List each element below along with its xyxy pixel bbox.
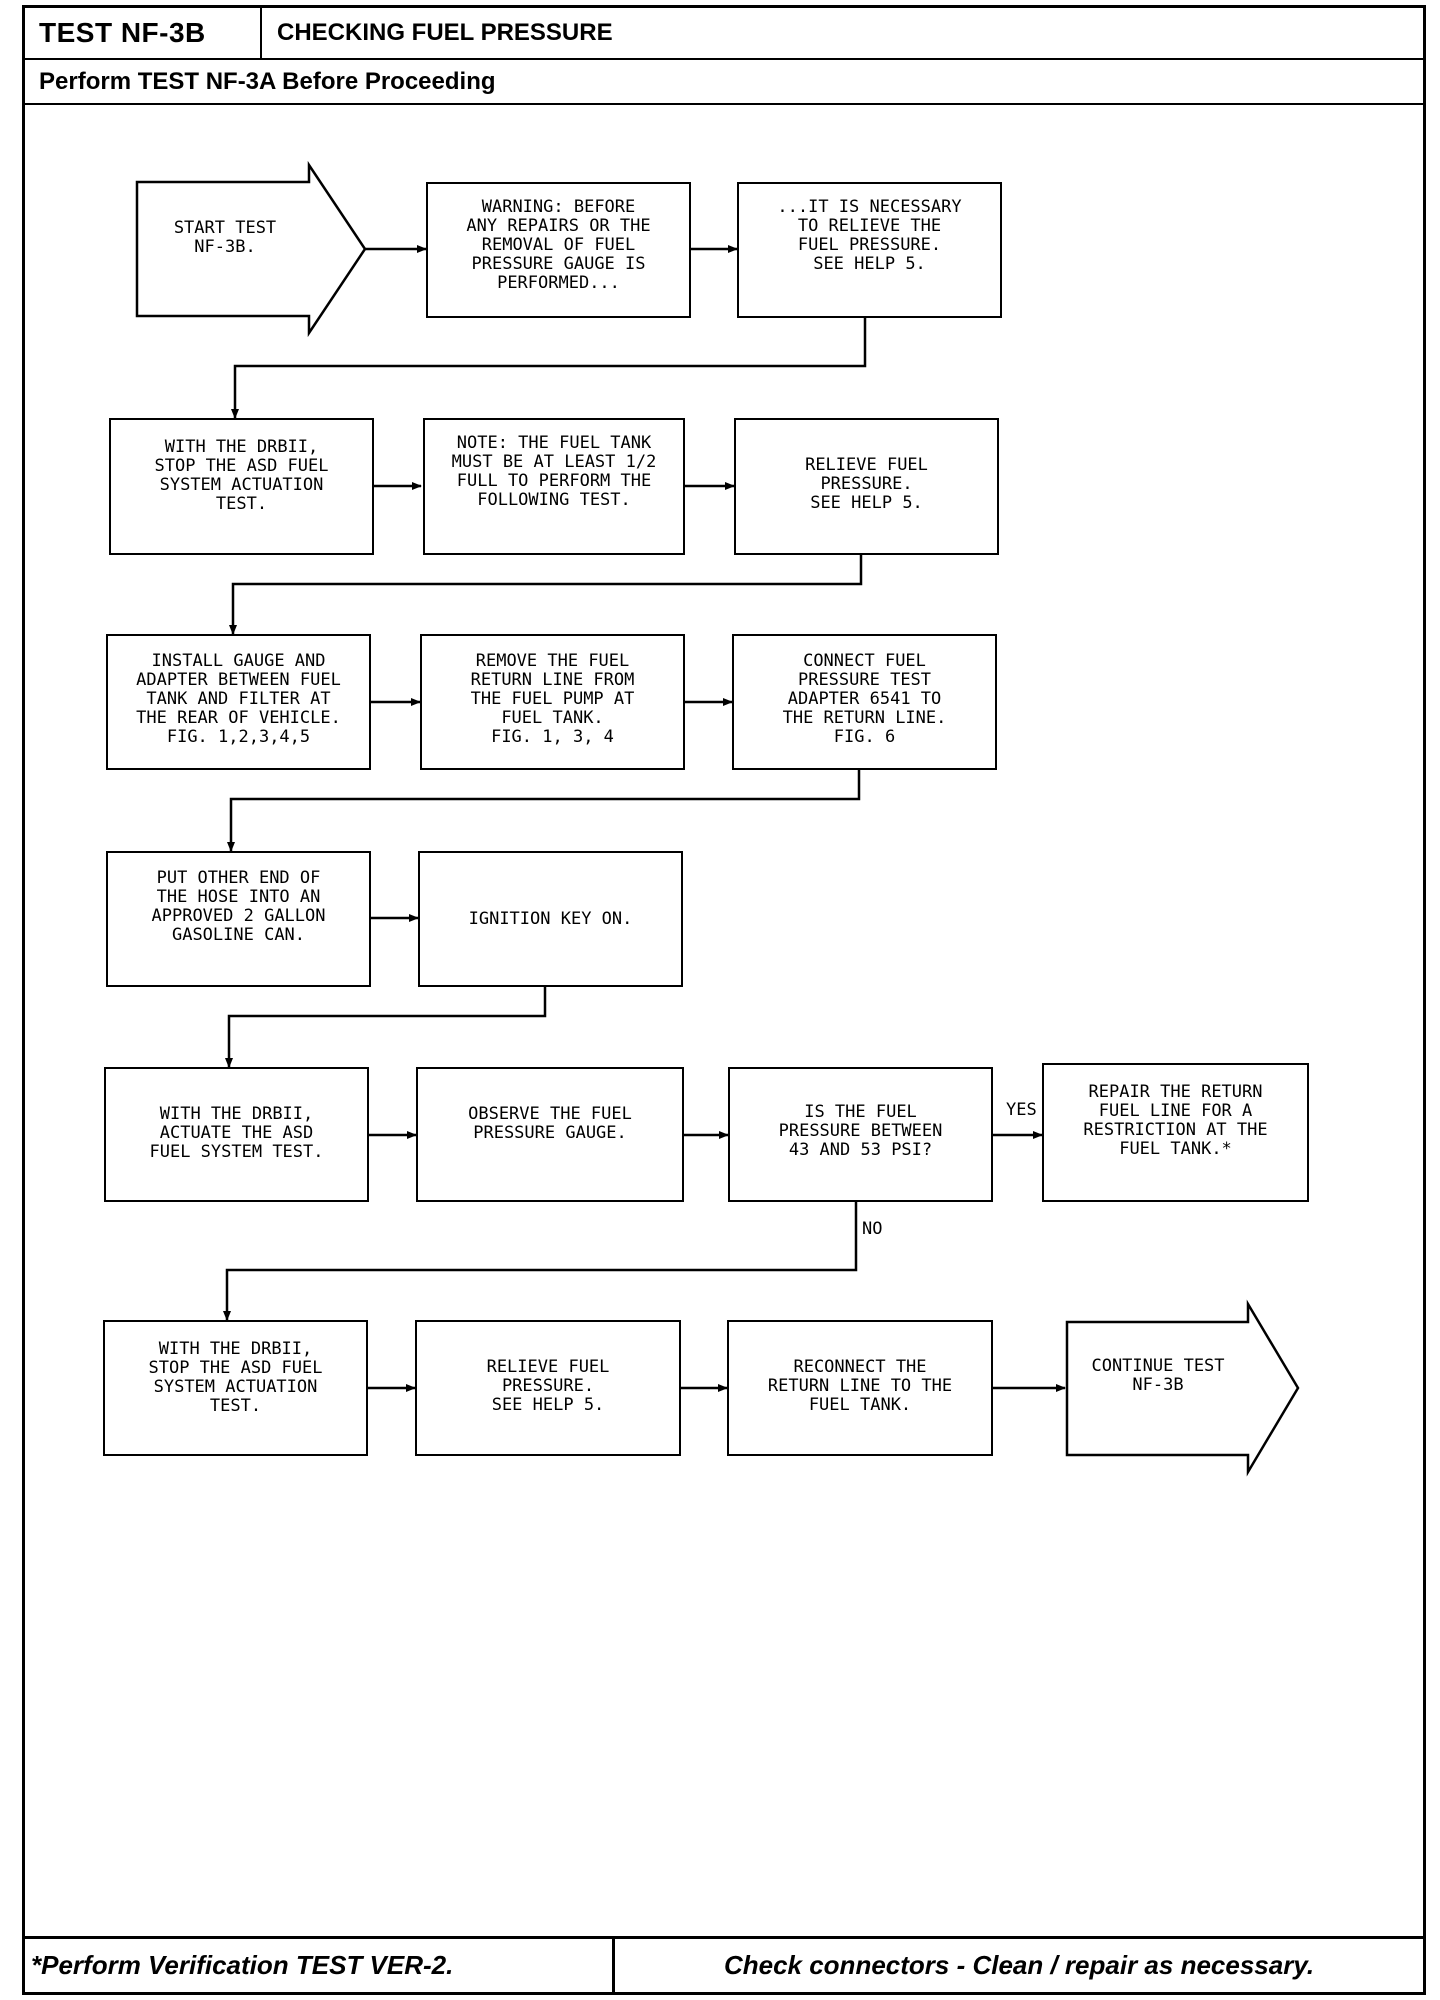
observe-gauge-step: OBSERVE THE FUEL PRESSURE GAUGE. — [416, 1067, 684, 1202]
stop-asd-test-step: WITH THE DRBII, STOP THE ASD FUEL SYSTEM… — [109, 418, 374, 555]
page-title: CHECKING FUEL PRESSURE — [277, 19, 613, 46]
ignition-key-on-step: IGNITION KEY ON. — [418, 851, 683, 987]
no-label: NO — [862, 1219, 883, 1239]
repair-return-line-step: REPAIR THE RETURN FUEL LINE FOR A RESTRI… — [1042, 1063, 1309, 1202]
start-arrow-shape — [135, 160, 367, 338]
continue-test-step: CONTINUE TEST NF-3B — [1091, 1356, 1225, 1395]
fuel-tank-note-step: NOTE: THE FUEL TANK MUST BE AT LEAST 1/2… — [423, 418, 685, 555]
remove-return-line-step: REMOVE THE FUEL RETURN LINE FROM THE FUE… — [420, 634, 685, 770]
prerequisite-note: Perform TEST NF-3A Before Proceeding — [25, 60, 1423, 105]
header-bar: TEST NF-3B CHECKING FUEL PRESSURE — [25, 8, 1423, 60]
procedure-page: TEST NF-3B CHECKING FUEL PRESSURE Perfor… — [22, 5, 1426, 1995]
relieve-fuel-pressure-step: RELIEVE FUEL PRESSURE. SEE HELP 5. — [734, 418, 999, 555]
start-test-step: START TEST NF-3B. — [173, 218, 277, 257]
footer-connectors-note: Check connectors - Clean / repair as nec… — [723, 1950, 1315, 1980]
stop-asd-test-step-2: WITH THE DRBII, STOP THE ASD FUEL SYSTEM… — [103, 1320, 368, 1456]
end-arrow-shape — [1065, 1299, 1300, 1477]
reconnect-return-line-step: RECONNECT THE RETURN LINE TO THE FUEL TA… — [727, 1320, 993, 1456]
footer-bar: *Perform Verification TEST VER-2. Check … — [25, 1936, 1423, 1992]
pressure-decision: IS THE FUEL PRESSURE BETWEEN 43 AND 53 P… — [728, 1067, 993, 1202]
footer-verification-note: *Perform Verification TEST VER-2. — [25, 1939, 615, 1992]
actuate-asd-test-step: WITH THE DRBII, ACTUATE THE ASD FUEL SYS… — [104, 1067, 369, 1202]
yes-label: YES — [1006, 1100, 1037, 1120]
test-id: TEST NF-3B — [25, 8, 262, 58]
connect-adapter-step: CONNECT FUEL PRESSURE TEST ADAPTER 6541 … — [732, 634, 997, 770]
relieve-fuel-pressure-step-2: RELIEVE FUEL PRESSURE. SEE HELP 5. — [415, 1320, 681, 1456]
relieve-pressure-note-step: ...IT IS NECESSARY TO RELIEVE THE FUEL P… — [737, 182, 1002, 318]
warning-step: WARNING: BEFORE ANY REPAIRS OR THE REMOV… — [426, 182, 691, 318]
hose-into-can-step: PUT OTHER END OF THE HOSE INTO AN APPROV… — [106, 851, 371, 987]
install-gauge-step: INSTALL GAUGE AND ADAPTER BETWEEN FUEL T… — [106, 634, 371, 770]
